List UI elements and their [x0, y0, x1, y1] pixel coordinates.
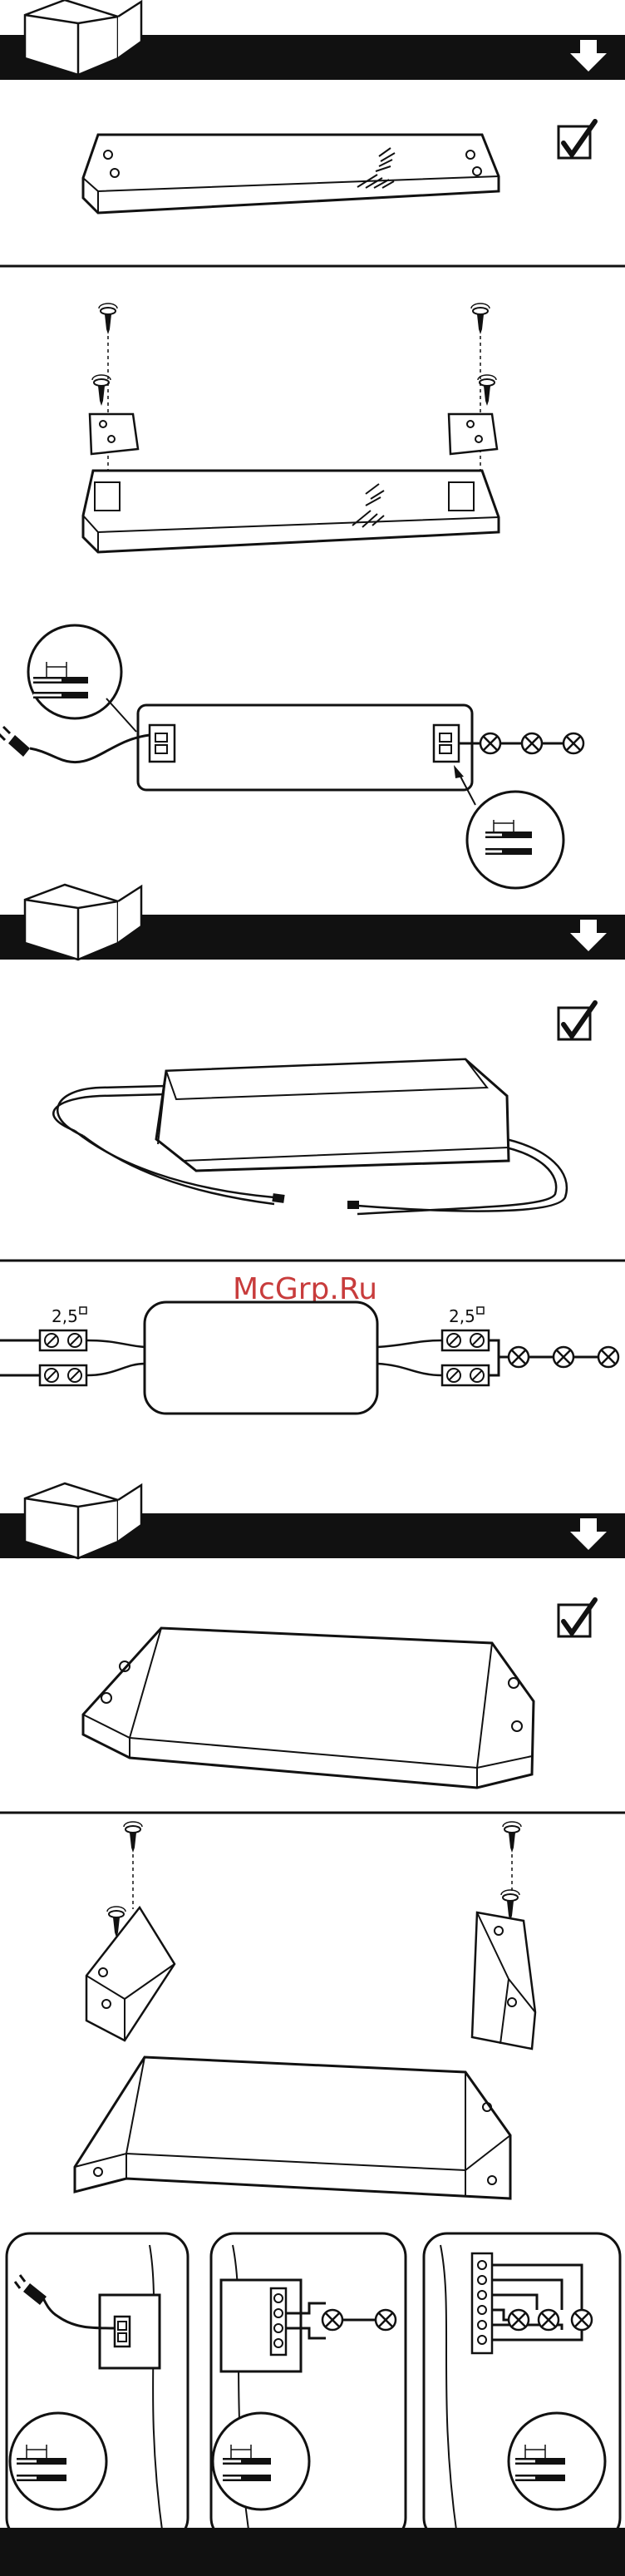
lamp-icon	[572, 2310, 592, 2330]
wiring-step-1	[0, 625, 583, 888]
driver-flat-drawing	[83, 135, 499, 213]
wiring-step-2: 2,5 2,5	[0, 1302, 618, 1414]
lamp-icon	[322, 2310, 342, 2330]
screw-icon	[99, 303, 117, 334]
screw-icon	[503, 1822, 521, 1853]
screw-icon	[501, 1890, 519, 1921]
terminal-block-right	[442, 1330, 489, 1385]
checkmark-icon	[559, 1600, 595, 1636]
driver-drawing	[83, 471, 499, 552]
mounting-bracket	[449, 414, 497, 454]
lamp-icon	[598, 1347, 618, 1367]
lamp-icon	[376, 2310, 396, 2330]
section-2	[0, 885, 625, 1261]
lamp-icon	[563, 733, 583, 753]
lamp-icon	[554, 1347, 573, 1367]
driver-box	[145, 1302, 377, 1414]
wire-gauge-label-right: 2,5	[449, 1306, 475, 1326]
wiring-panel-input	[7, 2233, 188, 2541]
lamp-icon	[522, 733, 542, 753]
section-1	[0, 0, 625, 266]
mounting-bracket	[472, 1912, 535, 2049]
driver-with-leads-drawing	[53, 1059, 567, 1214]
terminal-output	[434, 725, 459, 762]
screw-icon	[471, 303, 490, 334]
detail-circle	[28, 625, 121, 718]
lamp-icon	[509, 2310, 529, 2330]
checkmark-icon	[559, 1003, 595, 1039]
terminal-block-left	[40, 1330, 86, 1385]
wiring-panels	[7, 2233, 620, 2541]
driver-box-drawing	[83, 1628, 534, 1788]
wire-gauge-label-left: 2,5	[52, 1306, 78, 1326]
lamp-icon	[539, 2310, 559, 2330]
footer-band	[0, 2528, 625, 2576]
lamp-icon	[480, 733, 500, 753]
screw-icon	[124, 1822, 142, 1853]
section-3	[0, 1483, 625, 1813]
checkmark-icon	[559, 121, 595, 158]
driver-box-drawing	[75, 2057, 510, 2198]
terminal-input	[150, 725, 175, 762]
mounting-step	[83, 303, 499, 552]
driver-box	[138, 705, 472, 790]
lamp-icon	[509, 1347, 529, 1367]
mounting-bracket	[90, 414, 138, 454]
mounting-step-2	[75, 1822, 535, 2198]
detail-circle	[467, 792, 563, 888]
wiring-panel-output-3	[424, 2233, 620, 2541]
plug-icon	[0, 727, 30, 757]
wiring-panel-output-2	[211, 2233, 406, 2541]
